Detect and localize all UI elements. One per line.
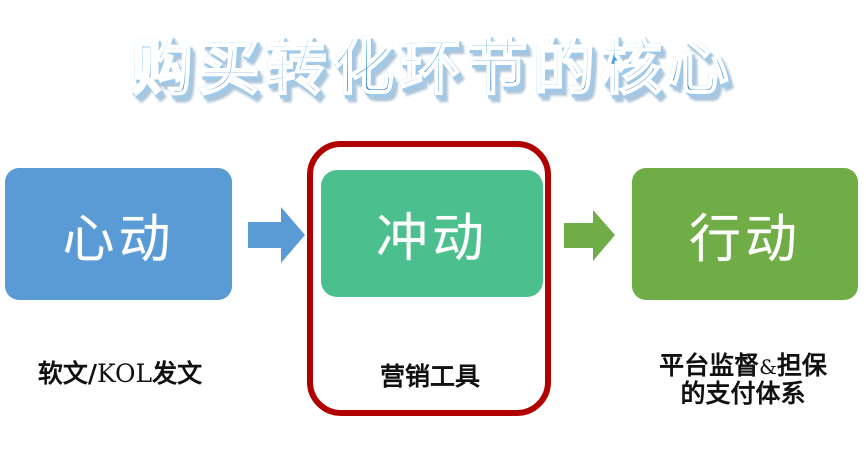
stage-caption-3-ampersand: & [759, 355, 777, 379]
stage-caption-3-part-a: 平台监督 [659, 351, 760, 380]
page-title-text: 购买转化环节的核心 [130, 32, 735, 103]
stage-caption-3: 平台监督&担保 的支付体系 [620, 352, 866, 408]
stage-caption-3-part-b: 担保 [776, 351, 827, 380]
stage-box-1[interactable]: 心动 [5, 168, 232, 300]
page-title: 购买转化环节的核心 [0, 32, 866, 134]
stage-caption-1-suffix: 发文 [152, 359, 203, 388]
arrow-right-blue-icon [248, 205, 306, 269]
stage-caption-1-prefix: 软文/ [37, 359, 97, 388]
stage-caption-1: 软文/KOL发文 [0, 360, 240, 388]
stage-caption-1-latin: KOL [97, 359, 153, 388]
stage-box-2-label: 冲动 [375, 209, 488, 269]
stage-caption-3-line-1: 平台监督&担保 [620, 352, 866, 380]
stage-caption-2-text: 营销工具 [379, 362, 480, 391]
stage-box-3[interactable]: 行动 [632, 168, 858, 300]
stage-box-3-label: 行动 [688, 209, 801, 270]
arrow-right-green-icon [564, 208, 616, 267]
stage-box-2[interactable]: 冲动 [321, 170, 543, 297]
highlight-rectangle-stage-2 [307, 141, 551, 416]
stage-caption-3-line-2: 的支付体系 [680, 379, 806, 408]
stage-caption-2: 营销工具 [310, 363, 550, 391]
stage-box-1-label: 心动 [62, 209, 175, 270]
